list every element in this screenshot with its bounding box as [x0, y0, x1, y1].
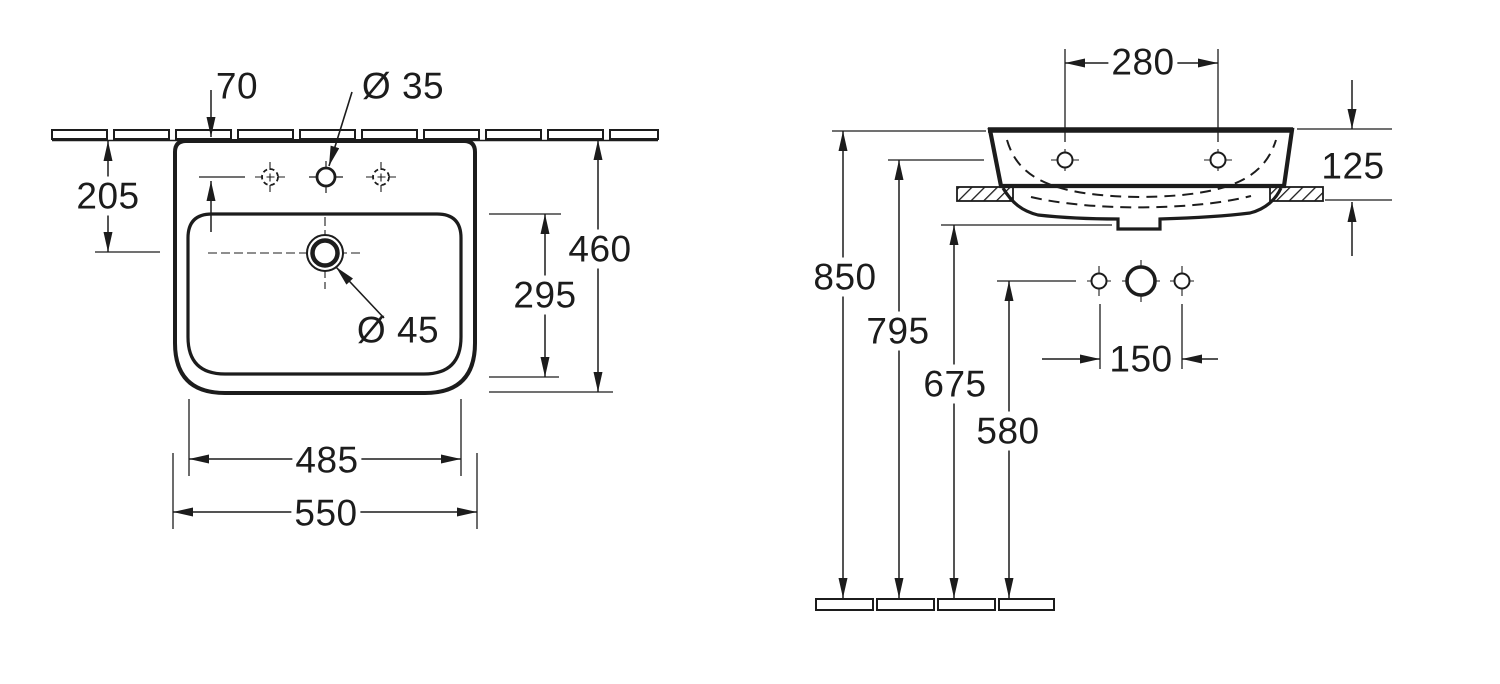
- dim-70-lines: [199, 90, 245, 232]
- dim-label-485: 485: [292, 440, 362, 480]
- drain-hole: [208, 217, 364, 289]
- dim-label-125: 125: [1321, 145, 1385, 187]
- dim-label-dia35: Ø 35: [361, 65, 445, 107]
- dim-150-lines: [1042, 304, 1218, 369]
- wall-line: [51, 129, 659, 142]
- fixing-holes: [1051, 149, 1232, 171]
- dim-label-dia45: Ø 45: [356, 309, 440, 351]
- side-tap-hole-right: [372, 168, 390, 186]
- dim-label-850: 850: [810, 257, 880, 297]
- dim-label-70: 70: [215, 65, 259, 107]
- basin-inner-outline: [186, 212, 463, 376]
- dim-label-675: 675: [920, 364, 990, 404]
- dim-label-205: 205: [73, 176, 143, 216]
- side-tap-hole-left: [261, 168, 279, 186]
- dim-label-460: 460: [565, 229, 635, 269]
- floor-line: [815, 598, 1055, 611]
- side-view: [815, 49, 1392, 611]
- dim-label-795: 795: [863, 311, 933, 351]
- dim-795-lines: [888, 159, 984, 598]
- hidden-bowl-lines: [1006, 139, 1277, 209]
- center-tap-hole: [315, 166, 337, 188]
- rim-profile: [987, 127, 1295, 189]
- dim-label-295: 295: [510, 275, 580, 315]
- dim-label-550: 550: [291, 493, 361, 533]
- dim-125-lines: [1297, 80, 1392, 256]
- leader-dia-35: [328, 91, 353, 167]
- wall-hatch-left: [956, 186, 1014, 202]
- dim-label-580: 580: [973, 411, 1043, 451]
- faucet-holes: [255, 161, 396, 193]
- leader-dia-45: [335, 266, 385, 319]
- tap-holes: [1087, 260, 1194, 302]
- wall-hatch-right: [1269, 186, 1324, 202]
- dim-850-lines: [832, 130, 986, 598]
- dim-675-lines: [941, 224, 1112, 598]
- dim-label-150: 150: [1109, 338, 1173, 380]
- bowl-profile: [1001, 187, 1283, 231]
- dim-label-280: 280: [1108, 42, 1178, 82]
- top-view: [51, 90, 659, 529]
